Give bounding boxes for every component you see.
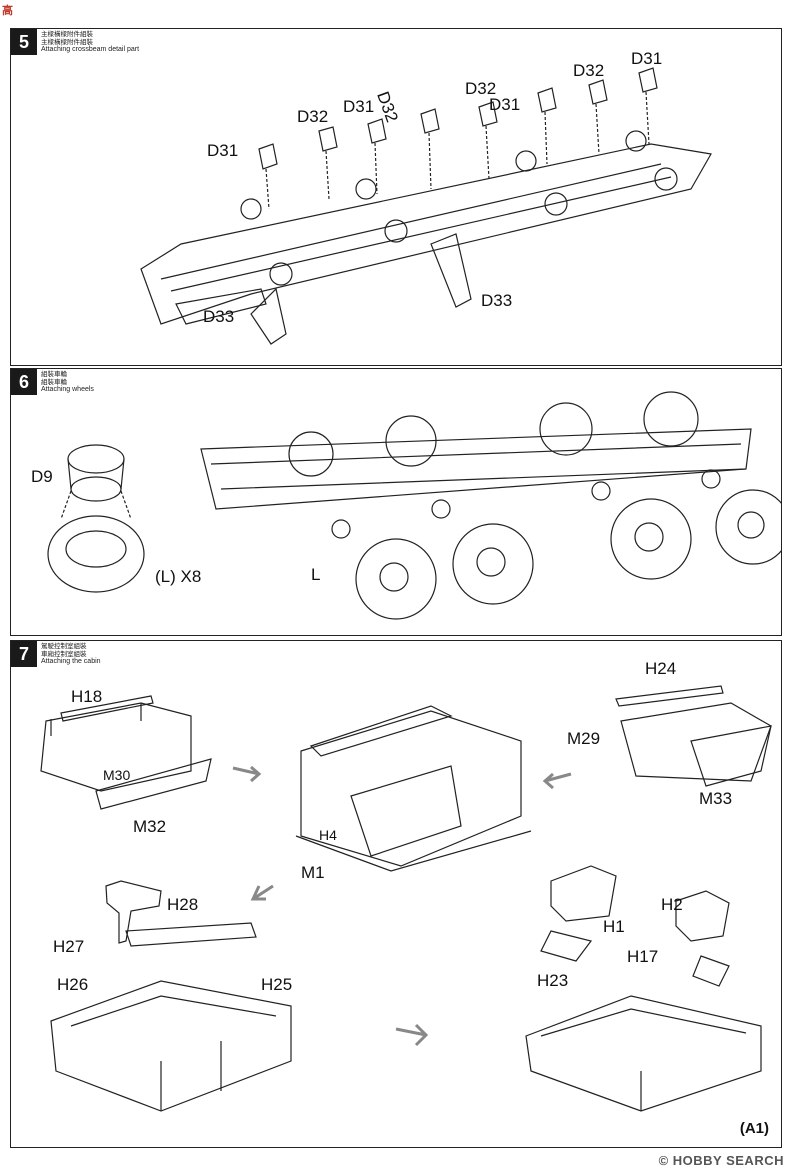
part-label: L bbox=[311, 565, 321, 584]
part-label: H23 bbox=[537, 971, 569, 990]
step-caption: 駕駛控制室組裝 車廂控制室組裝 Attaching the cabin bbox=[41, 643, 101, 666]
part-label: H26 bbox=[57, 975, 89, 994]
step-caption: 組裝車輪 組裝車輪 Attaching wheels bbox=[41, 371, 94, 394]
step-6-panel: 6 組裝車輪 組裝車輪 Attaching wheels D9 (L) X8 L bbox=[10, 368, 782, 636]
part-label: D32 bbox=[573, 61, 605, 80]
part-label: D31 bbox=[489, 95, 521, 114]
part-label: M29 bbox=[567, 729, 601, 748]
part-label: M1 bbox=[301, 863, 325, 882]
step-number-badge: 6 bbox=[11, 369, 37, 395]
step-7-panel: 7 駕駛控制室組裝 車廂控制室組裝 Attaching the cabin H bbox=[10, 640, 782, 1148]
part-label: D33 bbox=[203, 307, 235, 326]
caption-cn-line-1: 組裝車輪 bbox=[41, 371, 67, 378]
step-caption: 主樑橫樑附件組裝 主樑橫樑附件組裝 Attaching crossbeam de… bbox=[41, 31, 139, 54]
part-label: D32 bbox=[465, 79, 497, 98]
step-number-badge: 7 bbox=[11, 641, 37, 667]
part-label: D32 bbox=[297, 107, 329, 126]
wheels-drawing bbox=[47, 391, 781, 620]
step-5-panel: 5 主樑橫樑附件組裝 主樑橫樑附件組裝 Attaching crossbeam … bbox=[10, 28, 782, 366]
caption-en: Attaching the cabin bbox=[41, 658, 101, 665]
part-label: H17 bbox=[627, 947, 659, 966]
part-label: H1 bbox=[603, 917, 625, 936]
step-number-badge: 5 bbox=[11, 29, 37, 55]
part-label: H24 bbox=[645, 659, 677, 678]
part-label: H25 bbox=[261, 975, 293, 994]
part-label: D9 bbox=[31, 467, 53, 486]
caption-cn-line-2: 組裝車輪 bbox=[41, 378, 67, 386]
caption-en: Attaching crossbeam detail part bbox=[41, 46, 140, 53]
site-logo-text: 高 bbox=[2, 5, 13, 17]
part-label: H2 bbox=[661, 895, 683, 914]
part-label: D33 bbox=[481, 291, 513, 310]
site-logo: 高 bbox=[2, 2, 13, 18]
part-label: H27 bbox=[53, 937, 85, 956]
caption-cn-line-1: 駕駛控制室組裝 bbox=[41, 643, 87, 650]
part-label: M30 bbox=[103, 767, 131, 783]
chassis-crossbeam-drawing bbox=[140, 67, 712, 345]
part-label: M32 bbox=[133, 817, 167, 836]
caption-en: Attaching wheels bbox=[41, 386, 94, 393]
part-label: (L) X8 bbox=[155, 567, 202, 586]
part-label: H4 bbox=[319, 827, 337, 843]
part-label: D31 bbox=[631, 49, 663, 68]
part-label: D31 bbox=[343, 97, 375, 116]
page-tag: (A1) bbox=[739, 1120, 769, 1137]
part-label: D31 bbox=[207, 141, 239, 160]
caption-cn-line-2: 車廂控制室組裝 bbox=[41, 650, 87, 658]
part-label: H28 bbox=[167, 895, 199, 914]
caption-cn-line-1: 主樑橫樑附件組裝 bbox=[41, 31, 93, 38]
part-label: H18 bbox=[71, 687, 103, 706]
watermark: © HOBBY SEARCH bbox=[658, 1153, 784, 1168]
cabin-drawing bbox=[40, 685, 772, 1112]
caption-cn-line-2: 主樑橫樑附件組裝 bbox=[41, 38, 93, 46]
part-label: M33 bbox=[699, 789, 733, 808]
